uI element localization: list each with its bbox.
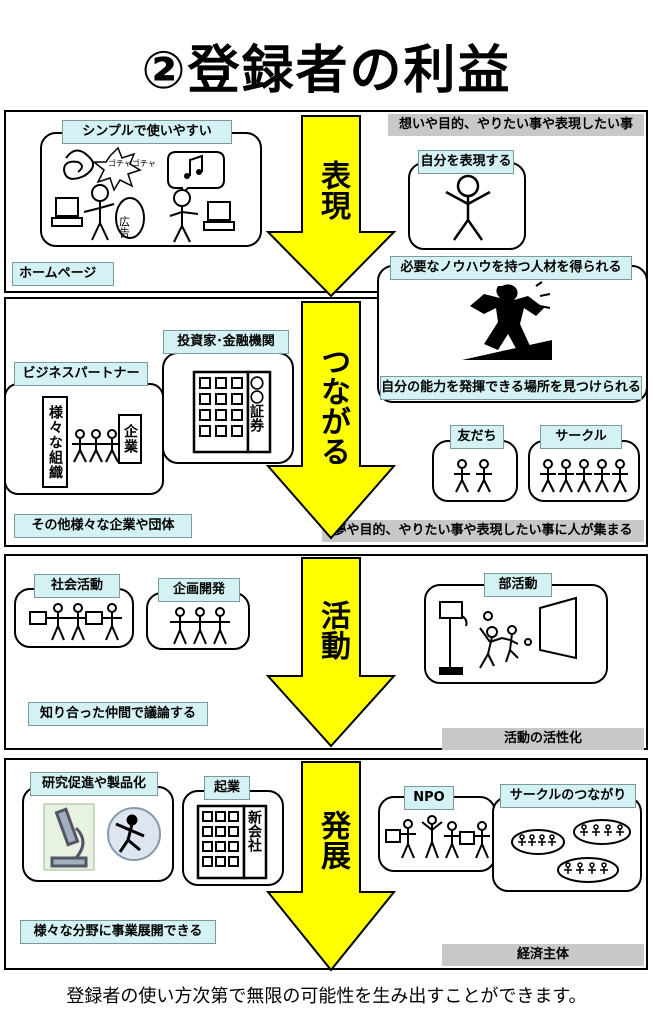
homepage-illustration: ゴチャゴチャ 広告 [51,146,235,243]
research-tag: 研究促進や製品化 [30,772,158,796]
arrow-connect-label: つながる [315,346,350,466]
circle-card [528,440,640,502]
people-gather-label: 夢や目的、やりたい事や表現したい事に人が集まる [322,520,644,542]
friends-icon [454,459,492,493]
company-label: 企業 [118,414,142,464]
club-tag: 部活動 [484,573,552,597]
social-tag: 社会活動 [34,574,120,598]
other-orgs-label: その他様々な企業や団体 [14,514,192,538]
expressive-person-icon [445,174,491,241]
expand-label: 様々な分野に事業展開できる [20,920,216,944]
people-group-icon [72,429,120,463]
footer-text: 登録者の使い方次第で無限の可能性を生み出すことができます。 [66,986,587,1007]
arrow-express-label: 表現 [315,160,350,220]
svg-text:広告: 広告 [118,216,131,239]
planning-team-icon [170,607,230,645]
arrow-connect [265,301,397,540]
startup-tag: 起業 [204,776,250,800]
activation-label: 活動の活性化 [442,728,644,750]
intent-label: 想いや目的、やりたい事や表現したい事 [388,114,644,136]
bank-building-icon [192,370,272,454]
circle-network-tag: サークルのつながり [500,784,636,808]
talent-bottom-tag: 自分の能力を発揮できる場所を見つけられる [380,376,642,400]
microscope-gear-icon [43,803,161,871]
economic-label: 経済主体 [442,944,644,966]
discuss-label: 知り合った仲間で議論する [28,702,208,726]
arrow-develop [265,761,397,972]
business-tag: ビジネスパートナー [14,362,148,386]
new-company-building-icon [196,804,268,880]
npo-activity-icon [385,815,490,859]
planning-tag: 企画開発 [158,578,240,602]
arrow-express [265,115,397,298]
npo-tag: NPO [404,786,454,810]
page-title: ②登録者の利益 [141,41,512,101]
strong-person-icon [462,281,552,360]
circle-network-icon [511,819,631,883]
talent-top-tag: 必要なノウハウを持つ人材を得られる [390,256,632,280]
organization-label: 様々な組織 [42,396,68,488]
arrow-activity [265,557,397,748]
securities-label: 〇〇証券 [248,376,264,432]
investor-tag: 投資家･金融機関 [163,330,289,354]
basketball-icon [439,596,577,675]
arrow-develop-label: 発展 [315,810,350,870]
svg-text:ゴチャゴチャ: ゴチャゴチャ [108,158,156,168]
new-company-label: 新会社 [246,810,262,852]
express-tag: 自分を表現する [418,150,514,174]
homepage-label: ホームページ [12,262,114,286]
simple-card-tag: シンプルで使いやすい [62,120,232,144]
circle-members-icon [540,459,628,493]
friends-tag: 友だち [450,425,504,449]
arrow-activity-label: 活動 [315,600,350,660]
social-activity-icon [29,603,122,641]
circle-tag: サークル [540,425,622,449]
